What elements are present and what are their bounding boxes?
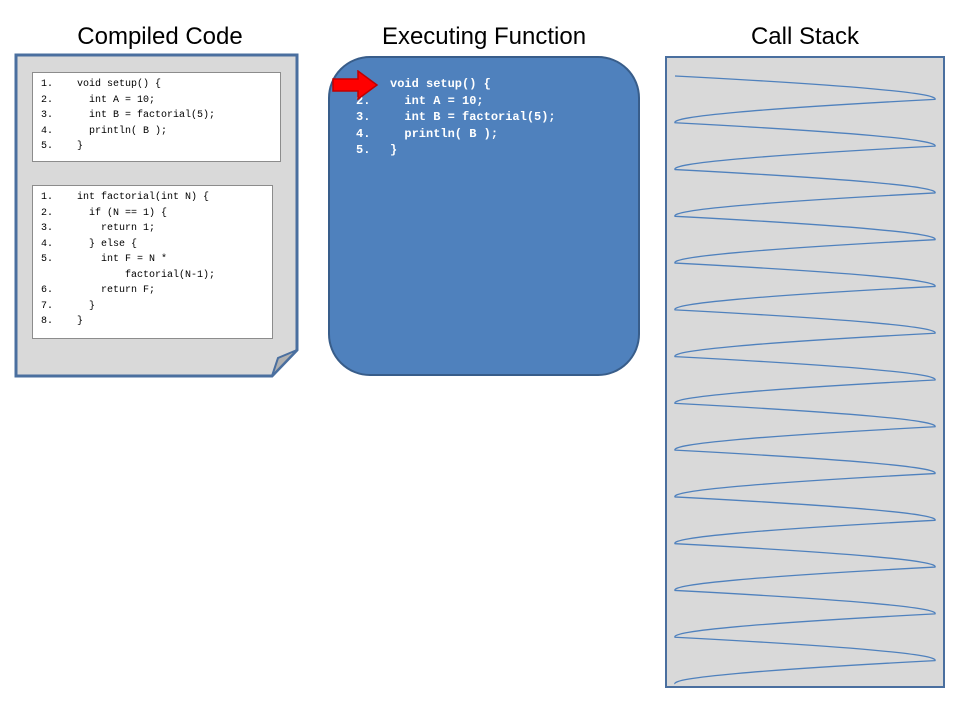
call-stack-heading: Call Stack — [750, 23, 860, 50]
line-number: 4. — [41, 238, 54, 250]
line-text: int F = N * — [77, 254, 168, 265]
call-stack-spring — [674, 75, 936, 685]
line-text: println( B ); — [77, 125, 168, 137]
line-text: return 1; — [77, 223, 156, 234]
line-number: 2. — [41, 94, 54, 106]
line-text: } — [390, 143, 398, 157]
line-text: return F; — [77, 285, 156, 296]
line-number: 1. — [41, 192, 54, 203]
code-line: 2. int A = 10; — [356, 93, 556, 110]
line-number: 8. — [41, 316, 54, 327]
code-line: 6. return F; — [41, 283, 266, 299]
line-number: 3. — [41, 223, 54, 234]
spring-coil — [674, 75, 936, 685]
line-number: 3. — [41, 110, 54, 121]
line-text: factorial(N-1); — [77, 269, 216, 281]
folded-corner — [271, 349, 298, 377]
line-text: } else { — [77, 238, 138, 250]
line-text: int A = 10; — [390, 93, 484, 108]
line-text: } — [77, 141, 84, 152]
code-line: 7. } — [41, 299, 266, 315]
current-line-arrow — [332, 70, 379, 101]
line-text: int B = factorial(5); — [390, 110, 556, 124]
line-text: println( B ); — [390, 126, 499, 141]
code-line: 1. void setup() { — [41, 77, 274, 93]
line-text: int B = factorial(5); — [77, 110, 216, 121]
line-text: if (N == 1) { — [77, 207, 168, 219]
line-number: 7. — [41, 300, 54, 312]
executing-function-code: void setup() { 2. int A = 10;3. int B = f… — [356, 76, 556, 159]
line-number: 5. — [356, 143, 371, 157]
code-line: void setup() { — [356, 76, 556, 93]
setup-function-code: 1.void setup() {2. int A = 10;3. int B =… — [32, 72, 281, 162]
line-text: } — [77, 316, 84, 327]
code-line: 5.} — [41, 139, 274, 155]
line-number: 5. — [41, 254, 54, 265]
line-number: 2. — [41, 207, 54, 219]
line-number: 3. — [356, 110, 371, 124]
line-text: int A = 10; — [77, 94, 156, 106]
executing-function-heading: Executing Function — [381, 23, 587, 50]
code-line: 5. int F = N * — [41, 252, 266, 268]
code-line: 2. if (N == 1) { — [41, 206, 266, 222]
code-line: 4. println( B ); — [356, 126, 556, 143]
code-line: 3. return 1; — [41, 221, 266, 237]
code-line: 1. int factorial(int N) { — [41, 190, 266, 206]
code-line: 5.} — [356, 142, 556, 159]
arrow-icon — [332, 70, 379, 101]
code-line: 3. int B = factorial(5); — [41, 108, 274, 124]
line-number: 6. — [41, 285, 54, 296]
line-number: 5. — [41, 141, 54, 152]
compiled-code-heading: Compiled Code — [77, 23, 243, 50]
line-number: 4. — [41, 125, 54, 137]
executing-function-panel — [328, 56, 640, 376]
code-line: 8.} — [41, 314, 266, 330]
line-text: void setup() { — [390, 77, 491, 91]
code-line: 2. int A = 10; — [41, 93, 274, 109]
line-text: } — [77, 300, 96, 312]
code-line: factorial(N-1); — [41, 268, 266, 284]
code-line: 4. println( B ); — [41, 124, 274, 140]
line-text: void setup() { — [77, 79, 162, 90]
code-line: 4. } else { — [41, 237, 266, 253]
factorial-function-code: 1. int factorial(int N) { 2. if (N == 1) {… — [32, 185, 273, 339]
line-text: int factorial(int N) { — [77, 192, 210, 203]
code-line: 3. int B = factorial(5); — [356, 109, 556, 126]
line-number: 4. — [356, 126, 371, 141]
line-number: 1. — [41, 79, 54, 90]
